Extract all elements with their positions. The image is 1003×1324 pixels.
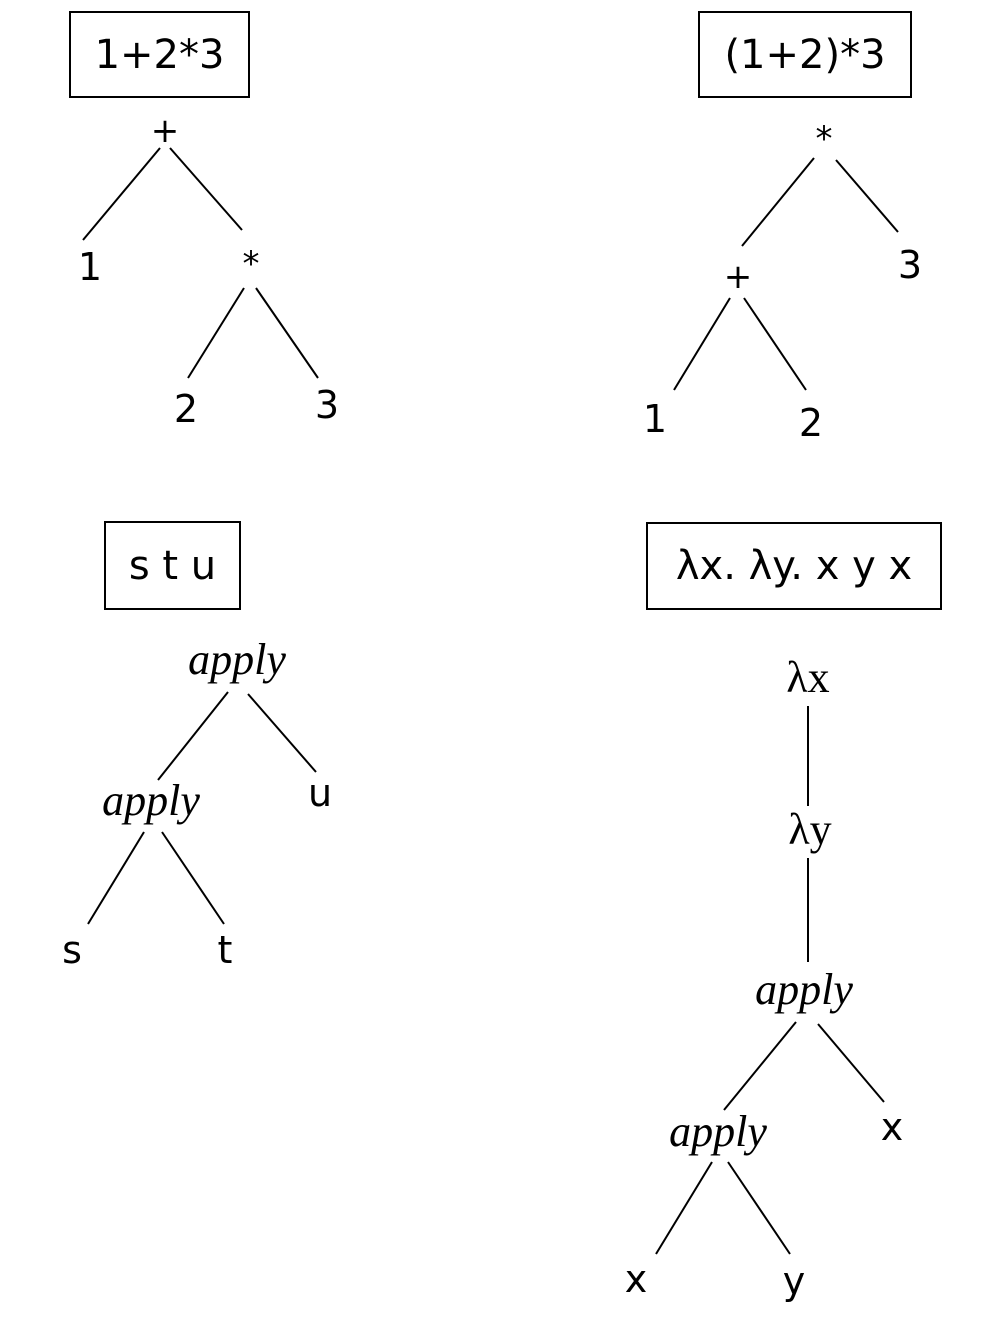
node-apply-outer: apply: [755, 965, 853, 1014]
node-1: 1: [78, 245, 102, 289]
edge: [743, 297, 807, 391]
node-2: 2: [174, 387, 198, 431]
expression-box-2: (1+2)*3: [698, 11, 912, 98]
edge: [255, 287, 319, 379]
tree-1: + 1 * 2 3: [78, 111, 339, 431]
node-mul: *: [816, 119, 833, 159]
node-apply-outer: apply: [188, 635, 286, 684]
edge: [169, 147, 243, 231]
expression-box-4: λx. λy. x y x: [646, 522, 942, 610]
edge: [247, 693, 317, 773]
expression-box-3: s t u: [104, 521, 241, 610]
node-apply-inner: apply: [102, 776, 200, 825]
node-1: 1: [643, 397, 667, 441]
edge: [723, 1021, 797, 1111]
edge: [157, 691, 229, 781]
tree-2: * + 3 1 2: [643, 119, 922, 445]
tree-4: λx λy apply apply x x y: [625, 653, 904, 1303]
node-2: 2: [799, 401, 823, 445]
node-3: 3: [315, 383, 339, 427]
expression-box-1: 1+2*3: [69, 11, 250, 98]
edge: [673, 297, 731, 391]
node-3: 3: [898, 243, 922, 287]
edge: [835, 159, 899, 233]
node-lambda-y: λy: [788, 805, 831, 854]
node-x-left: x: [625, 1257, 648, 1301]
node-s: s: [62, 928, 82, 972]
node-plus: +: [151, 111, 180, 151]
edge: [87, 831, 145, 925]
edge: [82, 147, 161, 241]
node-y: y: [783, 1259, 806, 1303]
node-x-right: x: [881, 1105, 904, 1149]
tree-3: apply apply u s t: [62, 635, 332, 972]
edge: [817, 1023, 885, 1103]
edge: [161, 831, 225, 925]
node-plus: +: [724, 257, 753, 297]
node-lambda-x: λx: [786, 653, 829, 702]
node-u: u: [308, 771, 332, 815]
node-mul: *: [243, 244, 260, 284]
edge: [741, 157, 815, 247]
node-apply-inner: apply: [669, 1107, 767, 1156]
node-t: t: [218, 928, 233, 972]
edge: [187, 287, 245, 379]
edge: [655, 1161, 713, 1255]
edge: [727, 1161, 791, 1255]
